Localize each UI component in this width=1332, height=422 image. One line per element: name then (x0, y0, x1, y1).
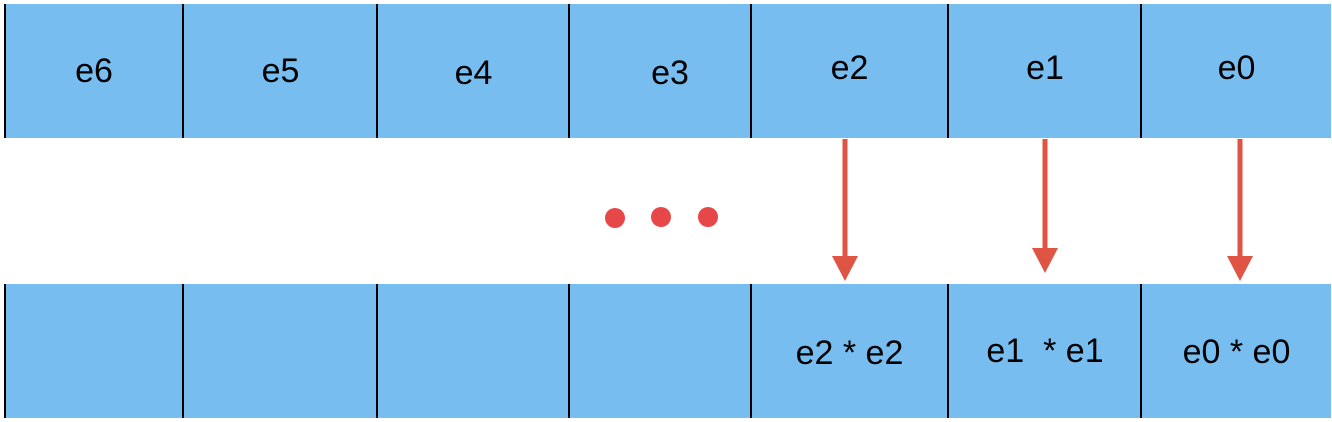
cell-divider (1140, 4, 1142, 138)
cell-divider (947, 284, 949, 418)
ellipsis-dot (605, 208, 625, 228)
output-cell-e2-squared: e2 * e2 (795, 333, 904, 372)
arrow-down-icon (1032, 139, 1058, 273)
input-vector-row: e6 e5 e4 e3 e2 e1 e0 (4, 4, 1331, 138)
cell-divider (376, 284, 378, 418)
cell-divider (182, 4, 184, 138)
cell-divider (750, 4, 752, 138)
input-cell-e0: e0 (1217, 48, 1256, 87)
ellipsis-dots-icon (605, 207, 718, 228)
output-vector-row: e2 * e2 e1 * e1 e0 * e0 (4, 284, 1331, 418)
cell-divider (376, 4, 378, 138)
cell-divider (1140, 284, 1142, 418)
cell-divider (568, 4, 570, 138)
ellipsis-dot (698, 207, 718, 227)
output-cell-e0-squared: e0 * e0 (1182, 332, 1291, 371)
ellipsis-dot (651, 207, 671, 227)
input-cell-e5: e5 (261, 51, 300, 90)
cell-divider (750, 284, 752, 418)
cell-divider (182, 284, 184, 418)
cell-divider (568, 284, 570, 418)
row-left-edge (4, 4, 6, 138)
output-cell-e1-squared: e1 * e1 (986, 331, 1104, 370)
input-cell-e2: e2 (830, 48, 869, 87)
input-cell-e1: e1 (1026, 48, 1064, 87)
input-cell-e3: e3 (651, 53, 689, 92)
input-cell-e4: e4 (454, 53, 493, 92)
cell-divider (947, 4, 949, 138)
input-cell-e6: e6 (75, 51, 113, 90)
arrow-down-icon (1227, 139, 1253, 281)
arrow-down-icon (832, 139, 858, 281)
row-left-edge (4, 284, 6, 418)
